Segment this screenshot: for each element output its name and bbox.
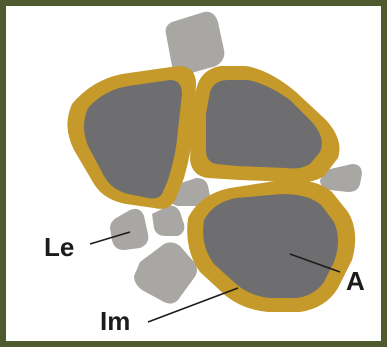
small-grain-top: [166, 12, 225, 75]
small-grain-le: [110, 209, 148, 250]
small-grain-middle: [152, 206, 184, 236]
label-a: A: [346, 266, 365, 296]
label-im: Im: [100, 306, 130, 336]
label-le: Le: [44, 232, 74, 262]
small-grain-bottom: [134, 242, 197, 303]
aggregate-upper-right-core: [206, 80, 322, 169]
